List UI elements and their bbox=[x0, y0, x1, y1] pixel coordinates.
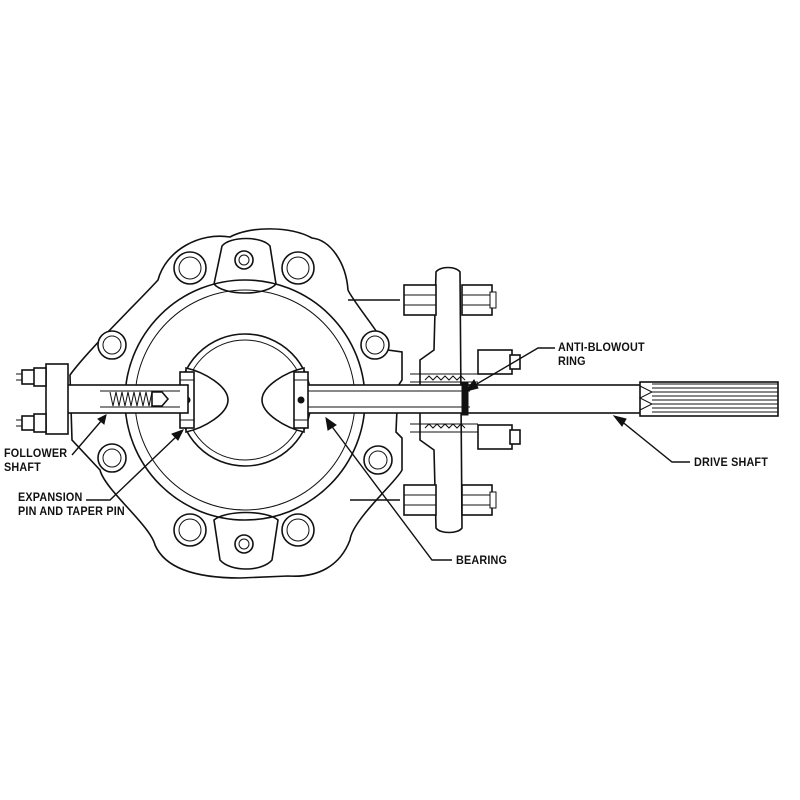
expansion-pin-label-line2: PIN AND TAPER PIN bbox=[18, 504, 125, 518]
follower-shaft bbox=[16, 363, 189, 435]
anti-blowout-ring-label: ANTI-BLOWOUT RING bbox=[558, 340, 645, 368]
anti-blowout-ring-label-line2: RING bbox=[558, 354, 586, 368]
follower-shaft-label-line2: SHAFT bbox=[4, 460, 41, 474]
bearing-label-text: BEARING bbox=[456, 553, 508, 567]
bolt-holes bbox=[97, 250, 393, 554]
leader-lines bbox=[71, 347, 690, 561]
bearing-label: BEARING bbox=[456, 553, 507, 567]
anti-blowout-ring-label-line1: ANTI-BLOWOUT bbox=[558, 340, 645, 354]
expansion-pin-label: EXPANSION PIN AND TAPER PIN bbox=[18, 490, 125, 518]
drive-shaft-label: DRIVE SHAFT bbox=[694, 455, 768, 469]
expansion-pin-label-line1: EXPANSION bbox=[18, 490, 83, 504]
drive-shaft bbox=[299, 381, 779, 417]
follower-shaft-label-line1: FOLLOWER bbox=[4, 446, 68, 460]
drive-shaft-label-text: DRIVE SHAFT bbox=[694, 455, 768, 469]
follower-shaft-label: FOLLOWER SHAFT bbox=[4, 446, 67, 474]
